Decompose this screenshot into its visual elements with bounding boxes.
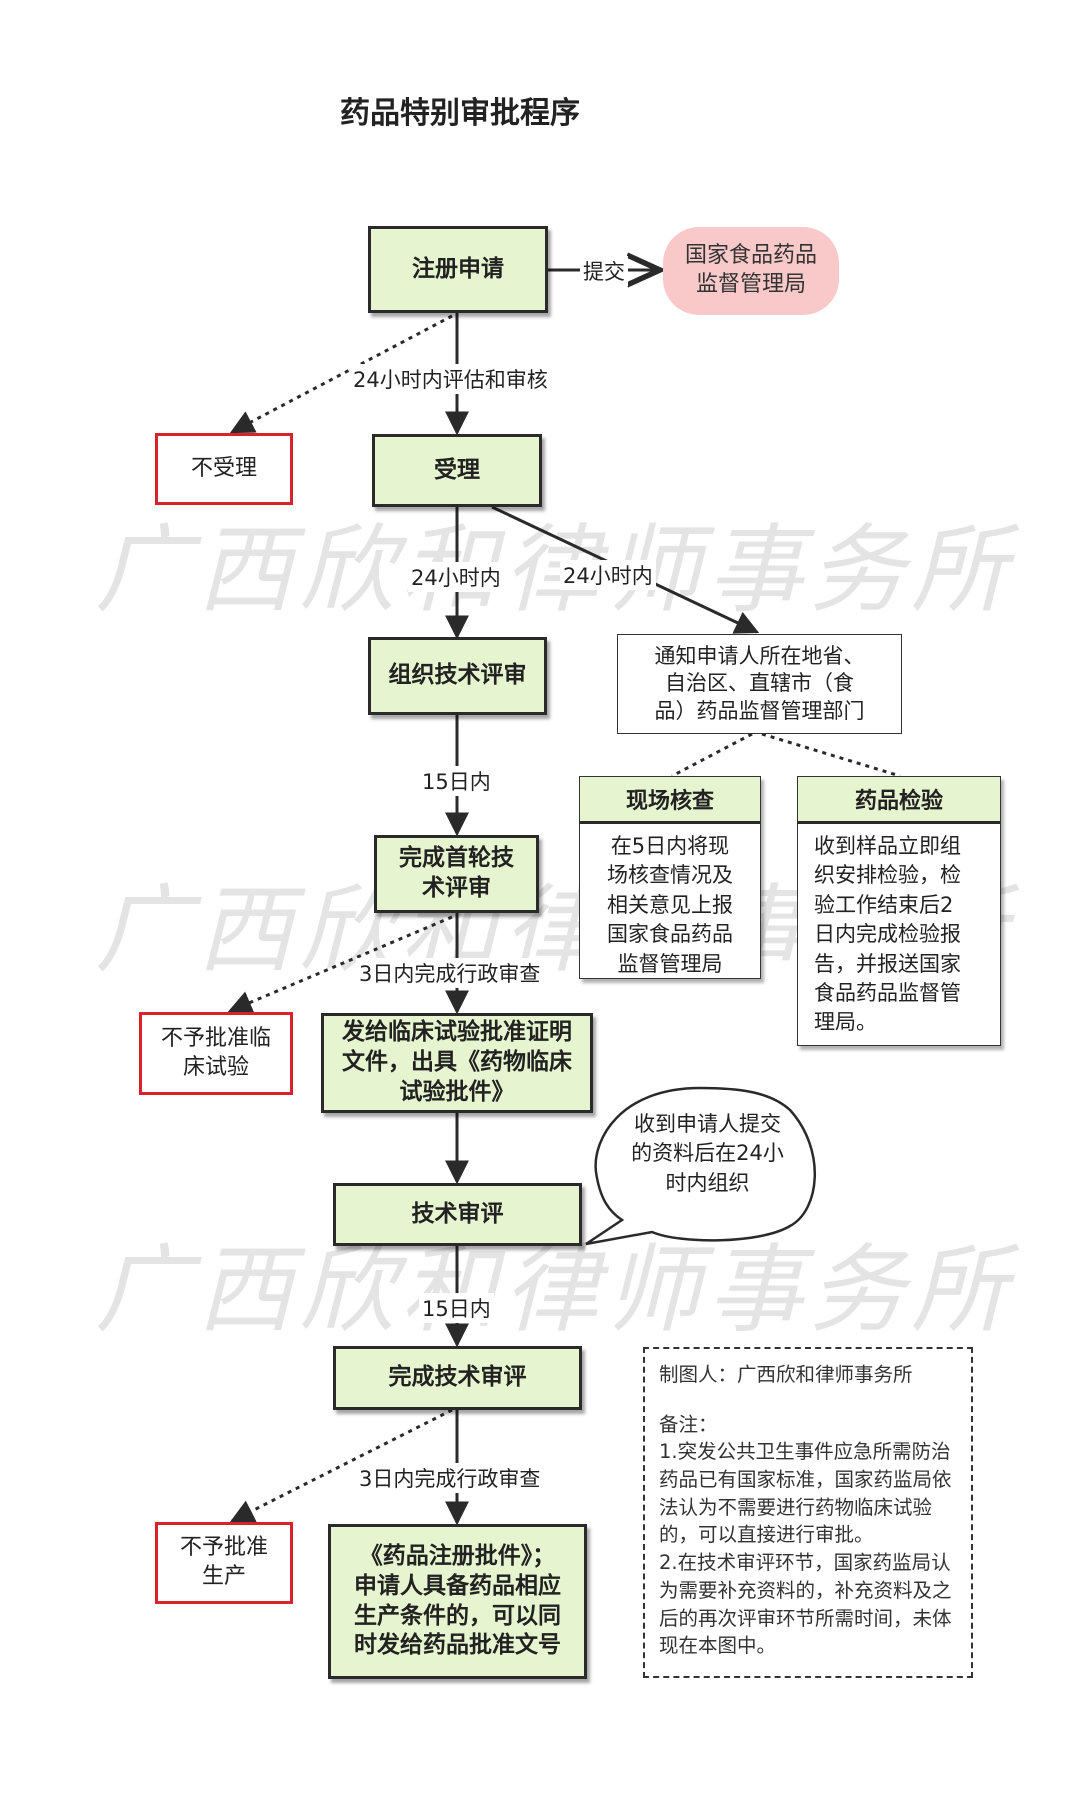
label-within15-b: 15日内 xyxy=(419,1293,494,1323)
remark-1: 1.突发公共卫生事件应急所需防治药品已有国家标准，国家药监局依法认为不需要进行药… xyxy=(659,1440,952,1547)
label-admin3-b: 3日内完成行政审查 xyxy=(356,1463,544,1493)
label-within24-a: 24小时内 xyxy=(408,562,504,592)
inspection-body: 收到样品立即组 织安排检验，检 验工作结束后2 日内完成检验报 告，并报送国家 … xyxy=(814,834,961,1035)
remark-2: 2.在技术审评环节，国家药监局认为需要补充资料的，补充资料及之后的再次评审环节所… xyxy=(659,1551,952,1658)
inspection-header: 药品检验 xyxy=(798,777,1000,824)
node-approval: 《药品注册批件》； 申请人具备药品相应 生产条件的，可以同 时发给药品批准文号 xyxy=(328,1524,587,1679)
node-notify: 通知申请人所在地省、 自治区、直辖市（食 品）药品监督管理部门 xyxy=(617,634,902,734)
bubble-note: 收到申请人提交 的资料后在24小 时内组织 xyxy=(631,1112,784,1195)
node-inspection: 药品检验 收到样品立即组 织安排检验，检 验工作结束后2 日内完成检验报 告，并… xyxy=(797,776,1001,1046)
onsite-header: 现场核查 xyxy=(580,777,760,824)
node-tech-review-org: 组织技术评审 xyxy=(368,637,547,715)
node-tech-done: 完成技术审评 xyxy=(333,1346,582,1410)
node-agency: 国家食品药品 监督管理局 xyxy=(663,227,839,315)
bubble-shape xyxy=(585,1086,817,1246)
remarks-box: 制图人：广西欣和律师事务所 备注： 1.突发公共卫生事件应急所需防治药品已有国家… xyxy=(643,1347,973,1678)
remark-title: 备注： xyxy=(659,1412,718,1436)
node-onsite-check: 现场核查 在5日内将现 场核查情况及 相关意见上报 国家食品药品 监督管理局 xyxy=(579,776,761,979)
edge-notify-onsite xyxy=(671,732,753,778)
node-register: 注册申请 xyxy=(368,226,548,313)
node-tech-review: 技术审评 xyxy=(333,1183,582,1246)
label-within24-b: 24小时内 xyxy=(560,560,656,590)
edge-no-accept xyxy=(229,314,453,434)
onsite-body: 在5日内将现 场核查情况及 相关意见上报 国家食品药品 监督管理局 xyxy=(607,834,733,976)
node-first-review: 完成首轮技 术评审 xyxy=(374,835,539,913)
label-eval24: 24小时内评估和审核 xyxy=(350,364,551,394)
node-clinical-doc: 发给临床试验批准证明 文件，出具《药物临床 试验批件》 xyxy=(321,1013,593,1113)
label-admin3-a: 3日内完成行政审查 xyxy=(356,958,544,988)
label-submit: 提交 xyxy=(580,256,628,286)
node-no-accept: 不受理 xyxy=(155,433,293,505)
node-no-clinical: 不予批准临 床试验 xyxy=(139,1012,293,1095)
node-no-production: 不予批准 生产 xyxy=(155,1522,293,1604)
author-line: 制图人：广西欣和律师事务所 xyxy=(659,1363,913,1386)
edge-notify-inspection xyxy=(761,732,901,778)
edge-no-clinical xyxy=(227,915,453,1014)
page-title: 药品特别审批程序 xyxy=(340,96,580,131)
node-accept: 受理 xyxy=(372,434,542,507)
label-within15-a: 15日内 xyxy=(419,766,494,796)
